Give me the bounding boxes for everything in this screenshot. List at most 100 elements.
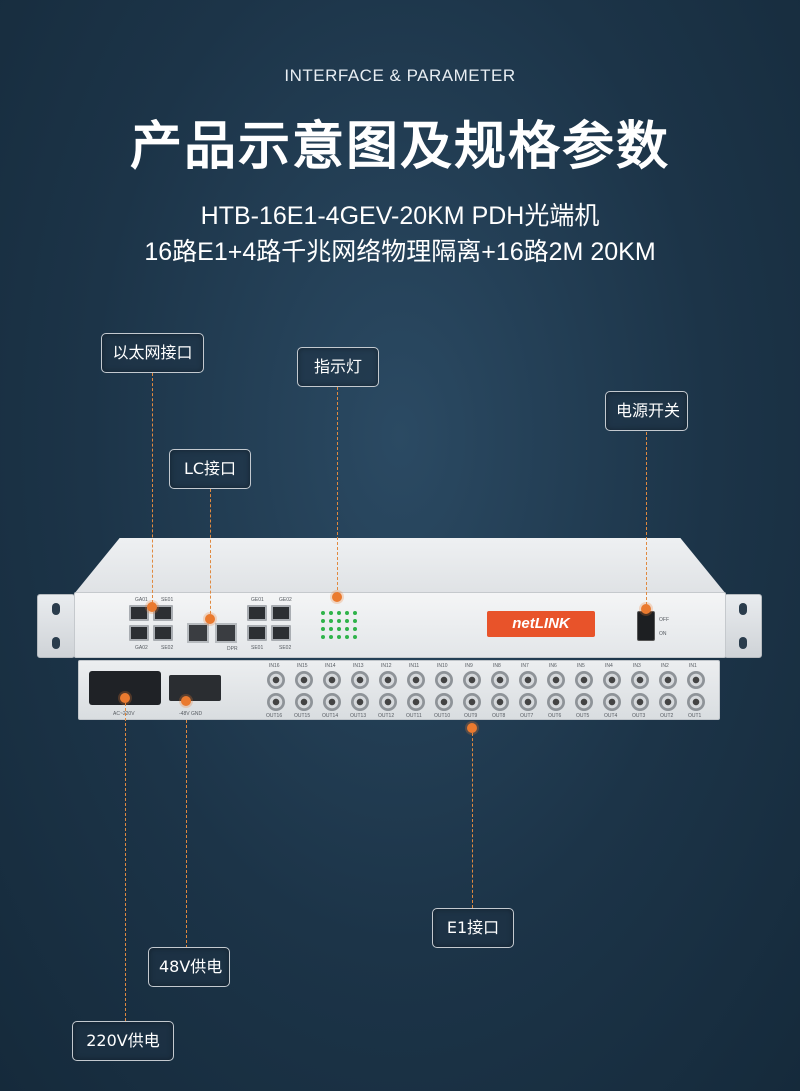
callout-48v: 48V供电 bbox=[148, 947, 230, 987]
bnc-in-10 bbox=[435, 671, 453, 689]
leader-lc bbox=[210, 489, 211, 619]
back-panel: AC~220V -48V GND IN16 IN15 IN14 IN13 IN1… bbox=[78, 660, 720, 720]
label-dc: -48V GND bbox=[179, 711, 203, 717]
leader-ethernet bbox=[152, 373, 153, 603]
label-ge02: GE02 bbox=[279, 597, 292, 603]
label-dpr: DPR bbox=[227, 646, 238, 652]
callout-220v: 220V供电 bbox=[72, 1021, 174, 1061]
marker-indicator bbox=[332, 592, 342, 602]
front-panel: GA01 SE01 GA02 SE02 DPR GE01 GE02 SE01 S… bbox=[74, 592, 726, 658]
bnc-in-16 bbox=[267, 671, 285, 689]
label-se2: SE02 bbox=[279, 645, 292, 651]
bnc-out-3 bbox=[631, 693, 649, 711]
label-se1: SE01 bbox=[251, 645, 264, 651]
label-in-11: IN11 bbox=[409, 663, 420, 669]
marker-ethernet bbox=[147, 602, 157, 612]
label-out-4: OUT4 bbox=[604, 713, 618, 719]
rj45-port-5 bbox=[247, 605, 267, 621]
label-out-1: OUT1 bbox=[688, 713, 702, 719]
callout-lc: LC接口 bbox=[169, 449, 251, 489]
callout-ethernet: 以太网接口 bbox=[101, 333, 204, 373]
bnc-in-8 bbox=[491, 671, 509, 689]
rj45-port-4 bbox=[153, 625, 173, 641]
bnc-in-2 bbox=[659, 671, 677, 689]
bnc-in-11 bbox=[407, 671, 425, 689]
leader-48v bbox=[186, 720, 187, 948]
leader-indicator bbox=[337, 387, 338, 595]
led-matrix bbox=[321, 611, 361, 645]
page-title: 产品示意图及规格参数 bbox=[129, 117, 670, 177]
label-out-3: OUT3 bbox=[632, 713, 646, 719]
bnc-in-5 bbox=[575, 671, 593, 689]
label-out-16: OUT16 bbox=[266, 713, 283, 719]
label-se01-a: SE01 bbox=[161, 597, 174, 603]
label-in-12: IN12 bbox=[381, 663, 392, 669]
label-in-8: IN8 bbox=[493, 663, 501, 669]
model-description: 16路E1+4路千兆网络物理隔离+16路2M 20KM bbox=[144, 238, 656, 266]
callout-e1: E1接口 bbox=[432, 908, 514, 948]
bnc-out-10 bbox=[435, 693, 453, 711]
bnc-in-12 bbox=[379, 671, 397, 689]
bnc-in-9 bbox=[463, 671, 481, 689]
label-in-7: IN7 bbox=[521, 663, 529, 669]
label-in-2: IN2 bbox=[661, 663, 669, 669]
marker-power-switch bbox=[641, 604, 651, 614]
label-in-15: IN15 bbox=[297, 663, 308, 669]
marker-220v bbox=[120, 693, 130, 703]
chassis-top bbox=[74, 538, 726, 594]
bnc-out-4 bbox=[603, 693, 621, 711]
sfp-lc-port-2 bbox=[215, 623, 237, 643]
label-out-2: OUT2 bbox=[660, 713, 674, 719]
label-out-14: OUT14 bbox=[322, 713, 339, 719]
label-out-13: OUT13 bbox=[350, 713, 367, 719]
bnc-out-14 bbox=[323, 693, 341, 711]
label-out-12: OUT12 bbox=[378, 713, 395, 719]
label-ac: AC~220V bbox=[113, 711, 135, 717]
bnc-out-11 bbox=[407, 693, 425, 711]
label-in-1: IN1 bbox=[689, 663, 697, 669]
label-ga1: GA01 bbox=[135, 597, 148, 603]
label-in-14: IN14 bbox=[325, 663, 336, 669]
label-se02-a: SE02 bbox=[161, 645, 174, 651]
bnc-in-7 bbox=[519, 671, 537, 689]
label-in-13: IN13 bbox=[353, 663, 364, 669]
bnc-in-1 bbox=[687, 671, 705, 689]
rj45-port-7 bbox=[247, 625, 267, 641]
label-out-8: OUT8 bbox=[492, 713, 506, 719]
marker-lc bbox=[205, 614, 215, 624]
label-in-6: IN6 bbox=[549, 663, 557, 669]
label-in-16: IN16 bbox=[269, 663, 280, 669]
callout-indicator: 指示灯 bbox=[297, 347, 379, 387]
callout-power-switch: 电源开关 bbox=[605, 391, 688, 431]
label-out-7: OUT7 bbox=[520, 713, 534, 719]
label-out-5: OUT5 bbox=[576, 713, 590, 719]
bnc-in-3 bbox=[631, 671, 649, 689]
rj45-port-3 bbox=[129, 625, 149, 641]
label-in-4: IN4 bbox=[605, 663, 613, 669]
left-rack-ear bbox=[37, 594, 75, 658]
bnc-out-7 bbox=[519, 693, 537, 711]
brand-logo: netLINK bbox=[487, 611, 595, 637]
marker-e1 bbox=[467, 723, 477, 733]
label-out-11: OUT11 bbox=[406, 713, 422, 719]
bnc-in-6 bbox=[547, 671, 565, 689]
label-in-9: IN9 bbox=[465, 663, 473, 669]
label-out-9: OUT9 bbox=[464, 713, 478, 719]
label-out-6: OUT6 bbox=[548, 713, 562, 719]
bnc-out-8 bbox=[491, 693, 509, 711]
rj45-port-8 bbox=[271, 625, 291, 641]
bnc-in-15 bbox=[295, 671, 313, 689]
marker-48v bbox=[181, 696, 191, 706]
label-out-10: OUT10 bbox=[434, 713, 451, 719]
label-in-10: IN10 bbox=[437, 663, 448, 669]
bnc-out-13 bbox=[351, 693, 369, 711]
bnc-out-16 bbox=[267, 693, 285, 711]
bnc-out-1 bbox=[687, 693, 705, 711]
rj45-port-6 bbox=[271, 605, 291, 621]
rj45-port-1 bbox=[129, 605, 149, 621]
sfp-lc-port-1 bbox=[187, 623, 209, 643]
leader-220v bbox=[125, 703, 126, 1021]
bnc-out-6 bbox=[547, 693, 565, 711]
bnc-out-5 bbox=[575, 693, 593, 711]
bnc-in-4 bbox=[603, 671, 621, 689]
